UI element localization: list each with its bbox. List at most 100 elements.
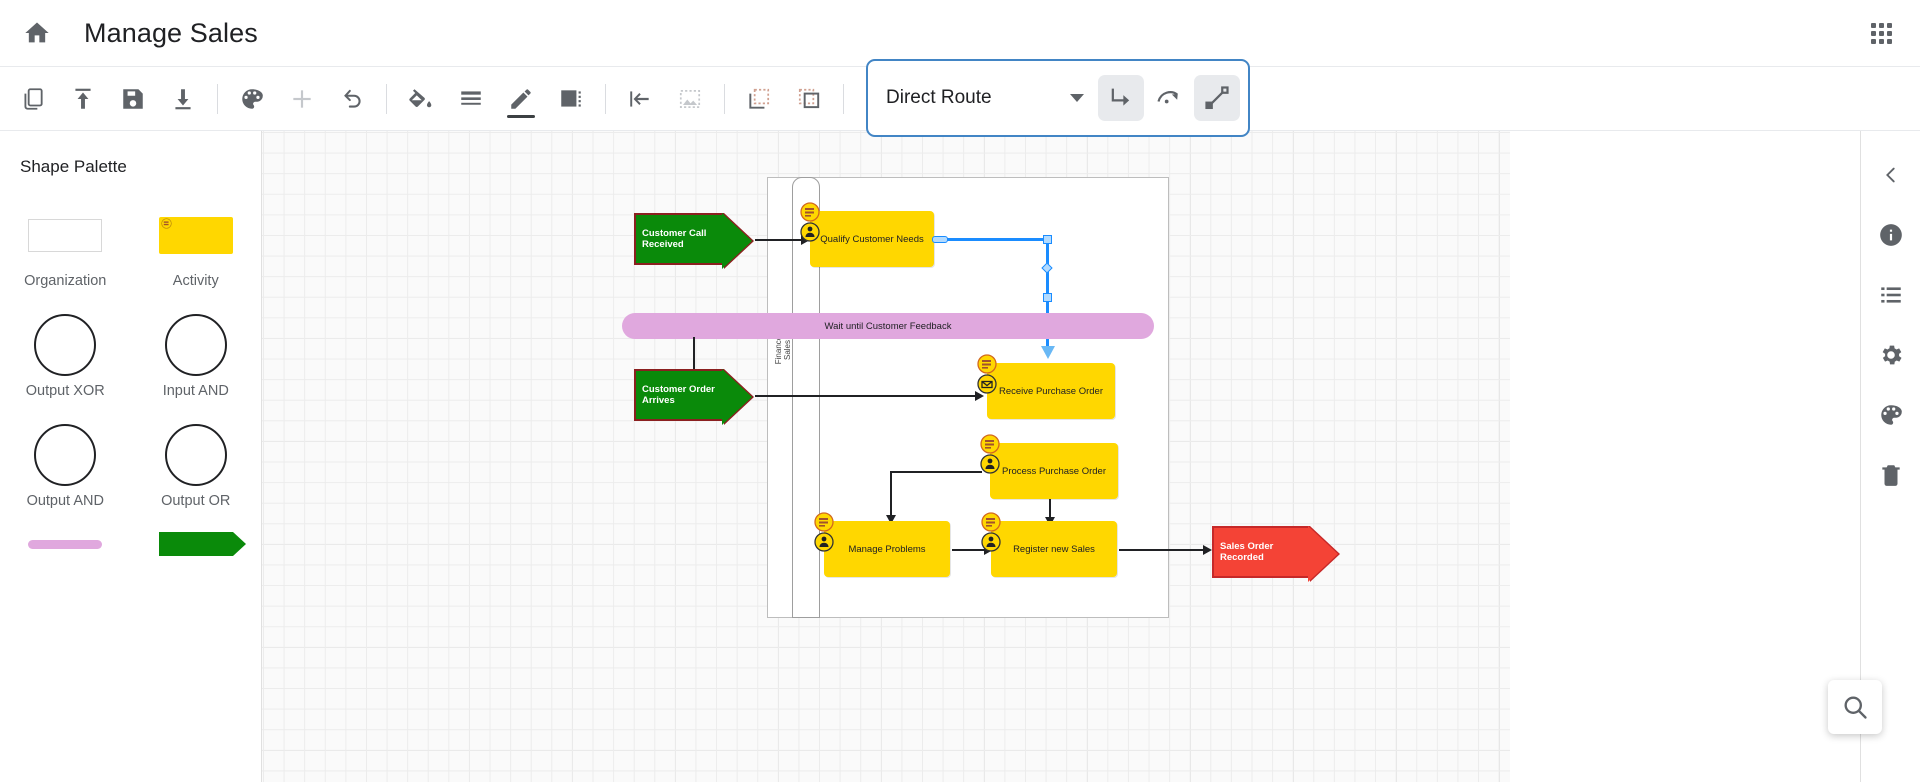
palette-item-wait-bar[interactable] [0, 529, 131, 561]
search-icon[interactable] [1828, 680, 1882, 734]
palette-item-label: Output OR [161, 493, 231, 509]
chevron-down-icon [1070, 94, 1084, 102]
circle-shape-icon [164, 309, 227, 381]
activity-label: Qualify Customer Needs [820, 233, 924, 245]
palette-item-input-and[interactable]: Input AND [131, 309, 262, 399]
palette-item-label: Input AND [162, 383, 229, 399]
activity-label: Manage Problems [848, 543, 926, 555]
shape-palette-grid: Organization Activity Output XOR Input A… [0, 199, 261, 561]
organization-shape-icon [28, 199, 103, 271]
circle-shape-icon [164, 419, 227, 491]
route-type-select[interactable]: Direct Route [886, 61, 1098, 135]
gear-icon[interactable] [1871, 335, 1911, 375]
activity-receive-purchase-order[interactable]: Receive Purchase Order [977, 354, 1115, 419]
wait-until-customer-feedback[interactable]: Wait until Customer Feedback [622, 313, 1154, 339]
ungroup-icon[interactable] [784, 74, 834, 124]
activity-manage-problems[interactable]: Manage Problems [814, 512, 950, 577]
activity-qualify-customer-needs[interactable]: Qualify Customer Needs [800, 202, 934, 267]
right-sidebar [1860, 131, 1920, 782]
toolbar-divider [217, 83, 218, 114]
connector-arrowhead [1203, 545, 1212, 555]
palette-item-organization[interactable]: Organization [0, 199, 131, 289]
event-sales-order-recorded[interactable]: Sales Order Recorded [1212, 526, 1310, 578]
save-icon[interactable] [108, 74, 158, 124]
group-icon[interactable] [734, 74, 784, 124]
palette-icon[interactable] [1871, 395, 1911, 435]
mail-function-icon [977, 374, 997, 394]
palette-item-output-or[interactable]: Output OR [131, 419, 262, 509]
collapse-chevron-icon[interactable] [1871, 155, 1911, 195]
copy-icon[interactable] [8, 74, 58, 124]
trash-icon[interactable] [1871, 455, 1911, 495]
list-icon[interactable] [1871, 275, 1911, 315]
route-options-panel: Direct Route [866, 59, 1250, 137]
connector[interactable] [693, 337, 695, 383]
palette-icon[interactable] [227, 74, 277, 124]
connector-bend-handle[interactable] [1043, 235, 1052, 244]
event-customer-order-arrives[interactable]: Customer Order Arrives [634, 369, 724, 421]
shape-palette-panel: Shape Palette Organization Activity [0, 131, 262, 782]
palette-item-event[interactable] [131, 529, 262, 561]
curved-route-icon[interactable] [1146, 75, 1192, 121]
apps-grid-icon[interactable] [1864, 16, 1898, 50]
wait-bar-label: Wait until Customer Feedback [824, 320, 952, 332]
undo-icon[interactable] [327, 74, 377, 124]
palette-item-activity[interactable]: Activity [131, 199, 262, 289]
toolbar-divider [724, 83, 725, 114]
pencil-icon[interactable] [496, 74, 546, 124]
connector[interactable] [1119, 549, 1206, 551]
document-function-icon [980, 434, 1000, 454]
route-type-value: Direct Route [886, 87, 992, 108]
palette-item-label: Organization [24, 273, 107, 289]
event-label: Sales Order Recorded [1220, 541, 1274, 563]
palette-item-output-xor[interactable]: Output XOR [0, 309, 131, 399]
connector[interactable] [1049, 499, 1051, 521]
bar-shape-icon [28, 529, 103, 559]
connector-arrowhead [1041, 346, 1055, 359]
connector[interactable] [890, 471, 982, 473]
direct-route-icon[interactable] [1194, 75, 1240, 121]
connector[interactable] [755, 239, 803, 241]
connector[interactable] [952, 549, 988, 551]
download-icon[interactable] [158, 74, 208, 124]
diagram-canvas[interactable]: Finance Sales Customer Call Received Qua… [262, 131, 1510, 782]
event-label: Customer Call Received [642, 228, 707, 250]
person-function-icon [981, 532, 1001, 552]
upload-icon[interactable] [58, 74, 108, 124]
image-icon[interactable] [665, 74, 715, 124]
event-label: Customer Order Arrives [642, 384, 715, 406]
connector[interactable] [755, 395, 977, 397]
circle-shape-icon [34, 309, 97, 381]
connector-arrowhead [975, 391, 984, 401]
circle-shape-icon [34, 419, 97, 491]
toolbar-divider [843, 83, 844, 114]
toolbar-divider [386, 83, 387, 114]
align-left-icon[interactable] [615, 74, 665, 124]
connector[interactable] [890, 471, 892, 517]
line-weight-icon[interactable] [446, 74, 496, 124]
shadow-icon[interactable] [546, 74, 596, 124]
person-function-icon [800, 222, 820, 242]
document-function-icon [800, 202, 820, 222]
shape-palette-title: Shape Palette [20, 157, 127, 176]
fill-color-icon[interactable] [396, 74, 446, 124]
activity-process-purchase-order[interactable]: Process Purchase Order [980, 434, 1118, 499]
activity-register-new-sales[interactable]: Register new Sales [981, 512, 1117, 577]
activity-label: Receive Purchase Order [998, 385, 1104, 397]
palette-item-label: Output AND [26, 493, 104, 509]
document-function-icon [977, 354, 997, 374]
chevron-shape-icon [158, 529, 246, 559]
person-function-icon [980, 454, 1000, 474]
info-icon[interactable] [1871, 215, 1911, 255]
orthogonal-route-icon[interactable] [1098, 75, 1144, 121]
activity-shape-icon [158, 199, 233, 271]
person-function-icon [814, 532, 834, 552]
connector-source-handle[interactable] [932, 236, 948, 243]
toolbar-divider [605, 83, 606, 114]
connector-bend-handle[interactable] [1043, 293, 1052, 302]
plus-icon[interactable] [277, 74, 327, 124]
palette-item-output-and[interactable]: Output AND [0, 419, 131, 509]
home-icon[interactable] [20, 16, 54, 50]
selected-connector-segment[interactable] [936, 238, 1048, 241]
event-customer-call-received[interactable]: Customer Call Received [634, 213, 724, 265]
